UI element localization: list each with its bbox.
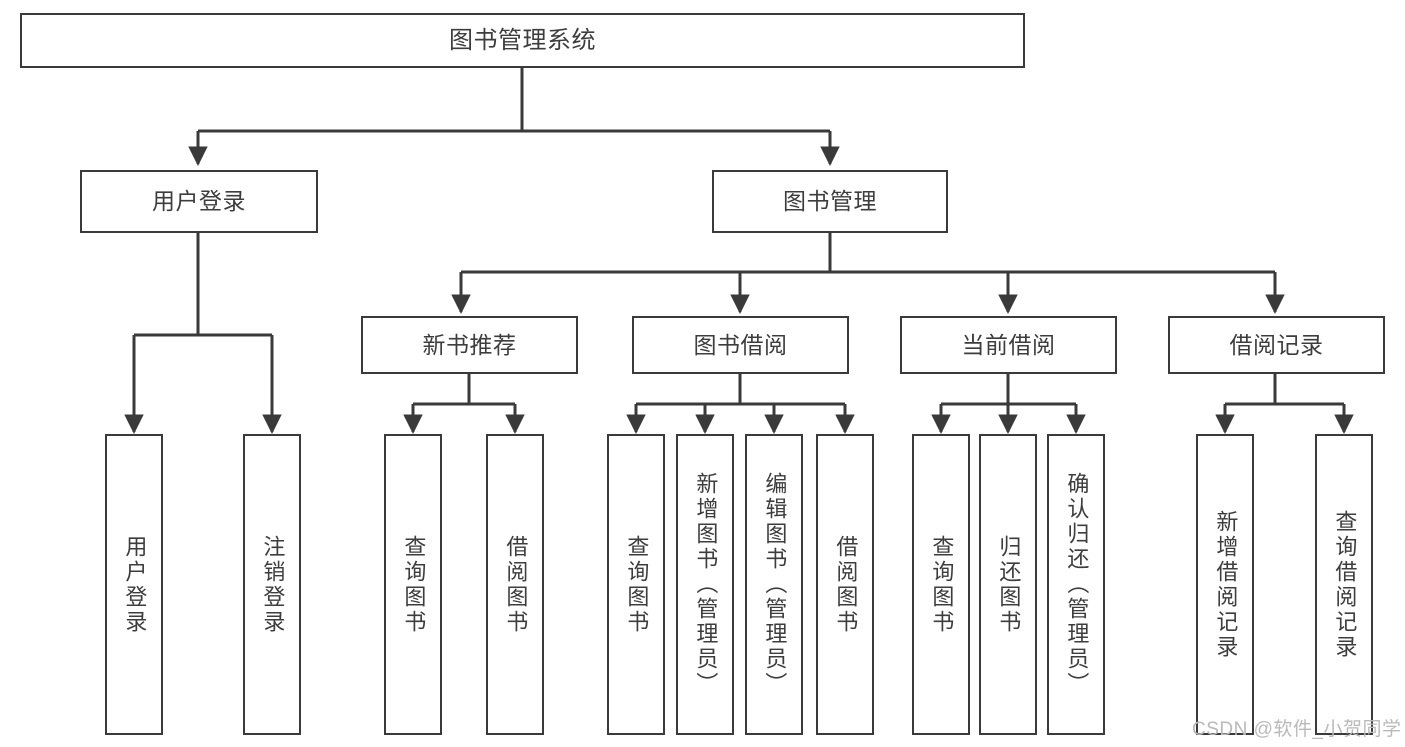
- node-label: 查询借阅记录: [1332, 509, 1358, 660]
- node-book-borrow[interactable]: 图书借阅: [632, 316, 849, 374]
- node-label: 图书管理: [783, 188, 877, 215]
- node-label: 归还图书: [996, 534, 1022, 635]
- node-root-book-management-system[interactable]: 图书管理系统: [20, 13, 1025, 68]
- node-label: 图书借阅: [693, 331, 788, 358]
- node-leaf-user-login[interactable]: 用户登录: [105, 434, 163, 735]
- node-leaf-add-record[interactable]: 新增借阅记录: [1196, 434, 1254, 735]
- node-label: 新增借阅记录: [1213, 509, 1239, 660]
- node-label: 图书管理系统: [449, 26, 596, 54]
- node-leaf-borrow-book-1[interactable]: 借阅图书: [486, 434, 544, 735]
- node-label: 注销登录: [260, 534, 286, 635]
- node-label: 借阅图书: [833, 534, 859, 635]
- node-leaf-borrow-book-2[interactable]: 借阅图书: [816, 434, 874, 735]
- node-new-book-recommend[interactable]: 新书推荐: [361, 316, 578, 374]
- node-label: 借阅记录: [1229, 331, 1324, 358]
- node-user-login[interactable]: 用户登录: [80, 170, 318, 233]
- node-book-manage[interactable]: 图书管理: [712, 170, 948, 233]
- node-leaf-logout-login[interactable]: 注销登录: [243, 434, 301, 735]
- node-leaf-query-book-2[interactable]: 查询图书: [607, 434, 665, 735]
- node-borrow-record[interactable]: 借阅记录: [1168, 316, 1385, 374]
- node-label: 查询图书: [624, 534, 650, 635]
- node-label: 查询图书: [401, 534, 427, 635]
- node-label: 编辑图书（管理员）: [762, 472, 788, 697]
- node-leaf-edit-book[interactable]: 编辑图书（管理员）: [745, 434, 803, 735]
- node-current-borrow[interactable]: 当前借阅: [900, 316, 1117, 374]
- node-label: 用户登录: [122, 534, 148, 635]
- node-leaf-return-book[interactable]: 归还图书: [979, 434, 1037, 735]
- node-label: 借阅图书: [503, 534, 529, 635]
- node-label: 新增图书（管理员）: [693, 472, 719, 697]
- node-leaf-confirm-return[interactable]: 确认归还（管理员）: [1047, 434, 1105, 735]
- csdn-watermark: CSDN @软件_小贺同学: [1192, 719, 1402, 740]
- node-label: 新书推荐: [422, 331, 517, 358]
- node-label: 确认归还（管理员）: [1064, 472, 1090, 697]
- node-label: 当前借阅: [961, 331, 1056, 358]
- node-leaf-add-book[interactable]: 新增图书（管理员）: [676, 434, 734, 735]
- node-label: 查询图书: [929, 534, 955, 635]
- node-label: 用户登录: [152, 188, 246, 215]
- node-leaf-query-book-1[interactable]: 查询图书: [384, 434, 442, 735]
- node-leaf-query-record[interactable]: 查询借阅记录: [1315, 434, 1373, 735]
- node-leaf-query-book-3[interactable]: 查询图书: [912, 434, 970, 735]
